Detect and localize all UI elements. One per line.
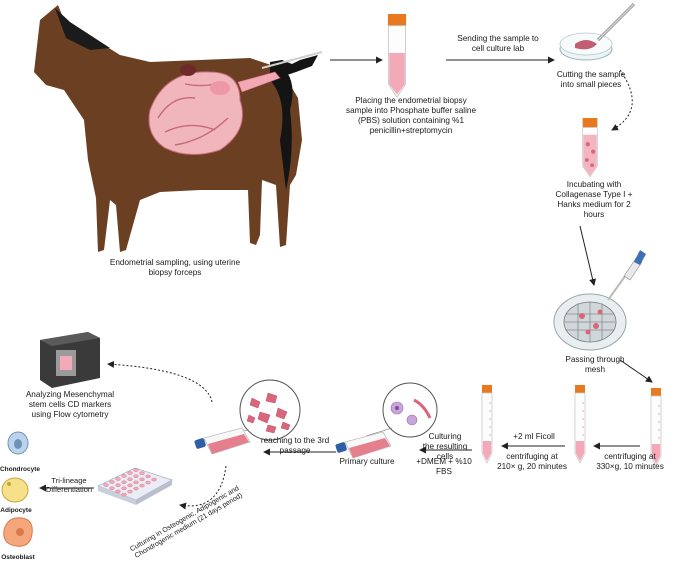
plate-well xyxy=(145,480,151,485)
plate-well xyxy=(115,477,121,481)
label-passage: reaching to the 3rd passage xyxy=(260,436,330,455)
plate-well xyxy=(139,483,145,488)
falcon-tube-icon xyxy=(481,384,493,464)
label-centrifuge1: centrifuging at 330×g, 10 minutes xyxy=(596,452,664,471)
label-adipocyte: Adipocyte xyxy=(0,507,32,514)
label-chondrocyte: Chondrocyte xyxy=(0,466,41,473)
label-trilineage: Tri-lineage Differentiation xyxy=(45,476,93,494)
plate-well xyxy=(133,480,139,485)
cell-strainer-icon xyxy=(553,293,627,351)
flow-cytometer-icon xyxy=(40,332,100,388)
plate-well xyxy=(127,489,133,494)
label-centrifuge2: centrifuging at 210× g, 20 minutes xyxy=(497,452,567,471)
plate-well xyxy=(121,474,127,478)
plate-well xyxy=(115,489,121,494)
osteoblast-icon xyxy=(3,517,33,547)
flow-arrows xyxy=(39,56,653,510)
plate-well xyxy=(115,483,121,487)
plate-well xyxy=(121,492,127,497)
plate-well xyxy=(133,486,139,491)
plate-well xyxy=(103,483,109,487)
label-osteoblast: Osteoblast xyxy=(1,554,35,561)
label-placing: Placing the endometrial biopsy sample in… xyxy=(345,96,477,135)
falcon-tube-icon xyxy=(387,14,407,99)
plate-well xyxy=(145,474,151,479)
plate-well xyxy=(139,477,145,482)
label-mesh: Passing through mesh xyxy=(565,355,625,374)
label-cutting: Cutting the sample into small pieces xyxy=(556,70,626,89)
plate-well xyxy=(121,486,127,491)
label-culturing: Culturing the resulting cells xyxy=(422,432,468,461)
plate-well xyxy=(139,471,145,475)
plate-well xyxy=(133,468,139,472)
culture-flask-icon xyxy=(334,382,438,459)
label-dmem: +DMEM + %10 FBS xyxy=(416,457,472,476)
label-primary: Primary culture xyxy=(339,457,395,466)
well-plate-icon xyxy=(96,467,173,505)
label-sampling: Endometrial sampling, using uterine biop… xyxy=(109,258,241,277)
label-flow: Analyzing Mesenchymal stem cells CD mark… xyxy=(25,390,115,419)
horse-icon xyxy=(34,5,323,252)
label-incubating: Incubating with Collagenase Type I + Han… xyxy=(555,180,633,219)
plate-well xyxy=(127,483,133,488)
plate-well xyxy=(127,477,133,481)
plate-well xyxy=(127,471,133,475)
plate-well xyxy=(109,486,115,490)
falcon-tube-icon xyxy=(574,384,586,464)
label-sending: Sending the sample to cell culture lab xyxy=(457,34,539,53)
petri-dish-icon xyxy=(559,2,636,61)
falcon-tube-icon xyxy=(582,118,598,178)
pipette-icon xyxy=(607,250,646,301)
label-ficoll: +2 ml Ficoll xyxy=(513,432,555,441)
plate-well xyxy=(151,477,157,482)
culture-flask-icon xyxy=(193,379,301,455)
adipocyte-icon xyxy=(1,477,29,503)
plate-well xyxy=(109,480,115,484)
plate-well xyxy=(121,480,127,484)
plate-well xyxy=(133,474,139,478)
chondrocyte-icon xyxy=(7,431,29,455)
